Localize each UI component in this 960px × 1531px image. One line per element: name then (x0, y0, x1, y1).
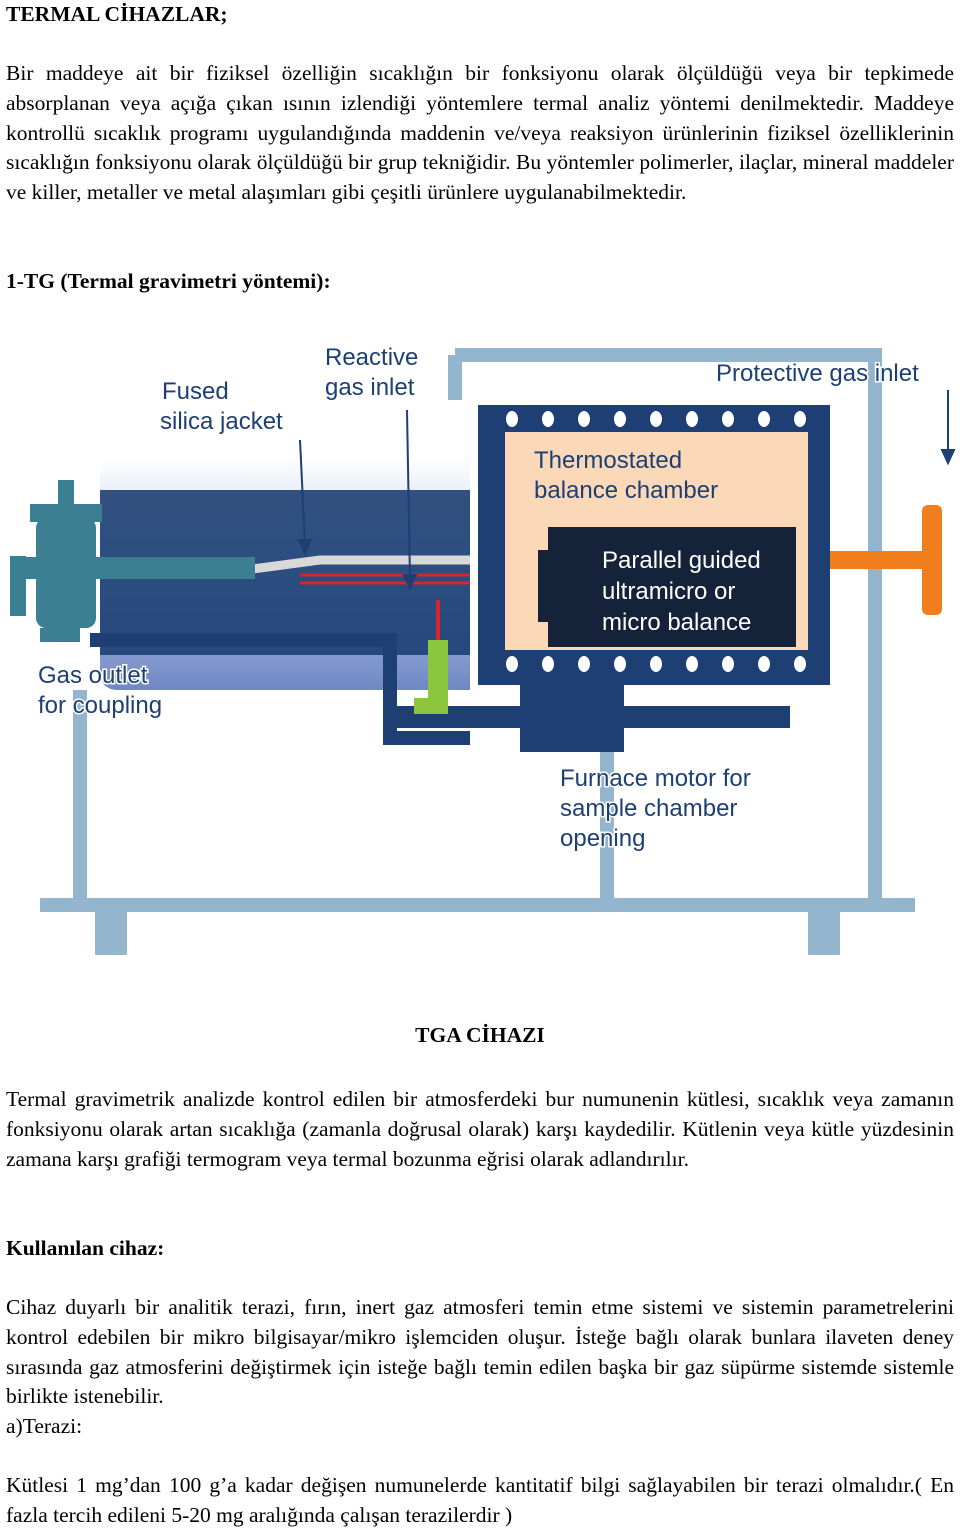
label-furnace-3: opening (560, 825, 645, 852)
label-reactive-gas-2: gas inlet (325, 374, 415, 401)
furnace-rail (385, 706, 790, 728)
device-paragraph: Cihaz duyarlı bir analitik terazi, fırın… (6, 1295, 954, 1409)
label-gas-outlet-2: for coupling (38, 692, 162, 719)
label-fused-silica-2: silica jacket (160, 408, 283, 435)
frame-leg-left (95, 905, 127, 955)
pointer-arrows (297, 390, 956, 591)
intro-paragraph: Bir maddeye ait bir fiziksel özelliğin s… (6, 61, 954, 205)
scale-label: a)Terazi: (6, 1414, 83, 1438)
section-title: TERMAL CİHAZLAR; (6, 2, 228, 26)
label-parallel-2: ultramicro or (602, 578, 735, 605)
tga-diagram: Fused silica jacket Reactive gas inlet P… (10, 343, 956, 955)
device-frame (40, 348, 915, 912)
label-thermostated-2: balance chamber (534, 477, 718, 504)
label-parallel-1: Parallel guided (602, 547, 761, 574)
base-piping (90, 633, 470, 745)
micro-balance (548, 527, 796, 647)
chamber-rivets (506, 411, 806, 672)
label-thermostated-1: Thermostated (534, 447, 682, 474)
scale-paragraph: Kütlesi 1 mg’dan 100 g’a kadar değişen n… (6, 1473, 954, 1527)
tg-heading: 1-TG (Termal gravimetri yöntemi): (6, 269, 331, 293)
figure-caption: TGA CİHAZI (415, 1023, 545, 1047)
valve (36, 518, 96, 628)
label-protective-gas: Protective gas inlet (716, 360, 919, 387)
frame-leg-right (808, 905, 840, 955)
label-fused-silica-1: Fused (162, 378, 229, 405)
reactive-gas-connector (428, 640, 448, 704)
label-furnace-2: sample chamber (560, 795, 737, 822)
label-reactive-gas-1: Reactive (325, 344, 418, 371)
label-gas-outlet-1: Gas outlet (38, 662, 148, 689)
label-parallel-3: micro balance (602, 609, 751, 636)
tga-paragraph: Termal gravimetrik analizde kontrol edil… (6, 1087, 954, 1171)
device-heading: Kullanılan cihaz: (6, 1236, 165, 1260)
label-furnace-1: Furnace motor for (560, 765, 751, 792)
